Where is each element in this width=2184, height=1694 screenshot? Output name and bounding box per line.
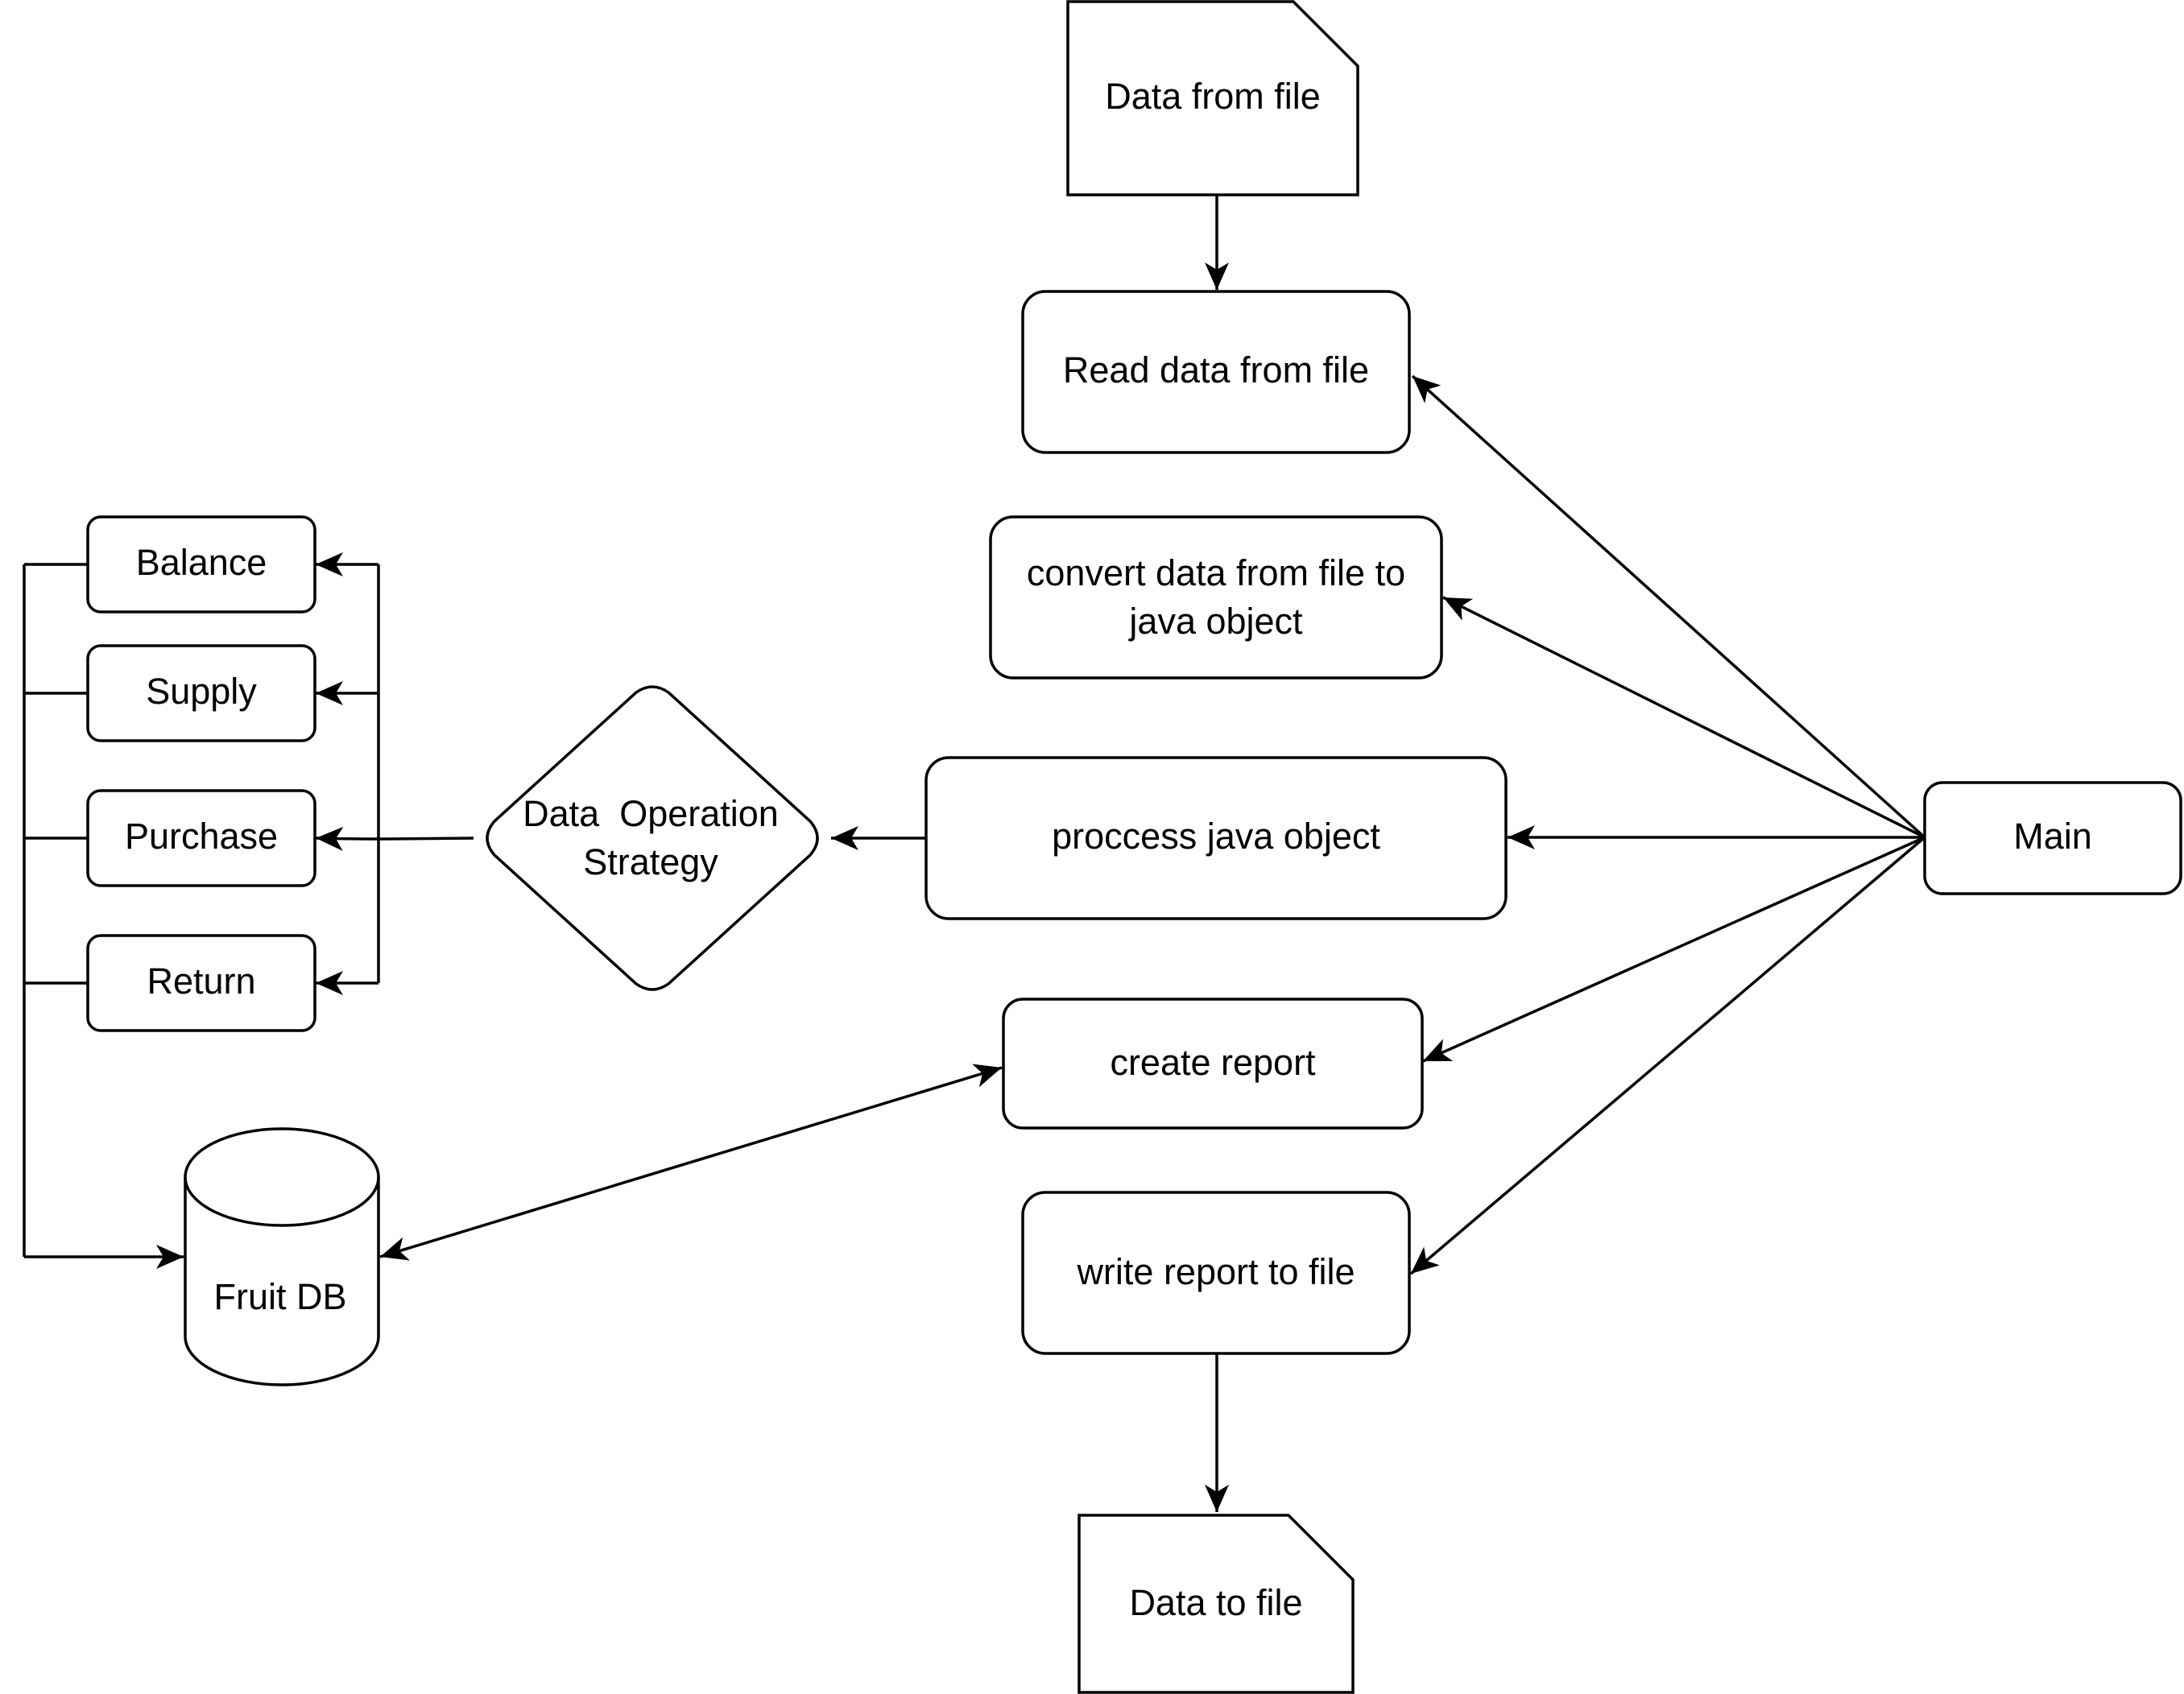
database-cylinder bbox=[184, 1127, 380, 1386]
balance-label: Balance bbox=[136, 542, 267, 583]
main-node: Main bbox=[1923, 781, 2182, 895]
data-from-file-label: Data from file bbox=[1105, 76, 1321, 117]
return-node: Return bbox=[86, 934, 316, 1032]
data-from-file-node: Data from file bbox=[1066, 0, 1359, 196]
main-label: Main bbox=[2013, 816, 2092, 857]
edge-main-to-write-report bbox=[1409, 836, 1926, 1275]
strategy-node: Data Operation Strategy bbox=[486, 685, 819, 991]
process-label: proccess java object bbox=[1052, 816, 1380, 857]
edge-main-to-convert bbox=[1442, 596, 1925, 839]
strategy-diamond bbox=[486, 685, 819, 991]
purchase-label: Purchase bbox=[125, 816, 278, 857]
write-report-label: write report to file bbox=[1076, 1251, 1355, 1292]
edges bbox=[23, 195, 1926, 1512]
edge-main-to-create-report bbox=[1422, 836, 1925, 1063]
write-report-node: write report to file bbox=[1021, 1191, 1411, 1355]
purchase-box bbox=[86, 789, 316, 887]
read-data-node: Read data from file bbox=[1021, 290, 1411, 454]
convert-label-line1: convert data from file to bbox=[1027, 552, 1405, 593]
process-node: proccess java object bbox=[924, 756, 1508, 920]
create-report-box bbox=[1002, 998, 1424, 1130]
edge-report-fruit-db bbox=[379, 1064, 1003, 1261]
data-to-file-node: Data to file bbox=[1078, 1514, 1355, 1694]
fruit-db-node: Fruit DB bbox=[184, 1127, 380, 1386]
create-report-label: create report bbox=[1110, 1042, 1316, 1083]
edge-main-to-read bbox=[1411, 374, 1926, 839]
database-rim bbox=[184, 1176, 380, 1227]
document-shape bbox=[1066, 0, 1359, 196]
create-report-node: create report bbox=[1002, 998, 1424, 1130]
supply-box bbox=[86, 644, 316, 742]
balance-box bbox=[86, 515, 316, 614]
return-box bbox=[86, 934, 316, 1032]
convert-box bbox=[989, 515, 1443, 680]
convert-label-line2: java object bbox=[1127, 601, 1303, 642]
fruit-db-label: Fruit DB bbox=[213, 1276, 346, 1317]
strategy-label-line1: Data Operation bbox=[523, 793, 779, 834]
supply-label: Supply bbox=[146, 671, 257, 712]
read-data-box bbox=[1021, 290, 1411, 454]
data-to-file-label: Data to file bbox=[1129, 1582, 1302, 1623]
return-label: Return bbox=[147, 961, 255, 1002]
document-shape bbox=[1078, 1514, 1355, 1694]
balance-node: Balance bbox=[86, 515, 316, 614]
read-data-label: Read data from file bbox=[1063, 349, 1369, 390]
purchase-node: Purchase bbox=[86, 789, 316, 887]
convert-node: convert data from file to java object bbox=[989, 515, 1443, 680]
strategy-label-line2: Strategy bbox=[583, 841, 718, 882]
supply-node: Supply bbox=[86, 644, 316, 742]
main-box bbox=[1923, 781, 2182, 895]
process-box bbox=[924, 756, 1508, 920]
write-report-box bbox=[1021, 1191, 1411, 1355]
edge-strategy-to-purchase bbox=[315, 826, 474, 851]
